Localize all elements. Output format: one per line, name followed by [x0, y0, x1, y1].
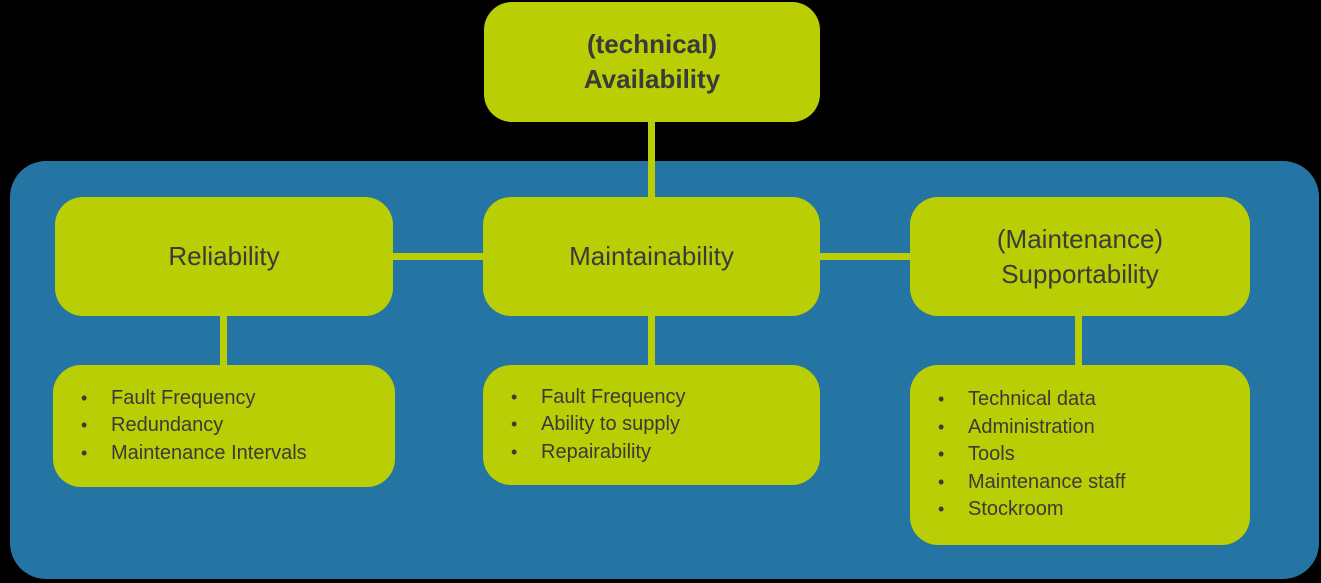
node-maintenance-supportability: (Maintenance) Supportability — [910, 197, 1250, 316]
bullet-icon: • — [938, 499, 945, 520]
node-reliability: Reliability — [55, 197, 393, 316]
bullet-icon: • — [938, 416, 945, 437]
list-item-label: Redundancy — [111, 414, 224, 437]
list-item: • Maintenance Intervals — [77, 440, 377, 468]
connector-reliability-maintainability — [390, 253, 486, 260]
list-item-label: Ability to supply — [541, 413, 680, 436]
list-item: • Fault Frequency — [77, 385, 377, 413]
bullet-list: • Fault Frequency • Redundancy • Mainten… — [77, 385, 377, 468]
bullet-icon: • — [81, 415, 88, 436]
list-item: • Stockroom — [934, 496, 1232, 524]
list-item: • Ability to supply — [507, 411, 802, 439]
bullet-icon: • — [938, 471, 945, 492]
list-item: • Maintenance staff — [934, 469, 1232, 497]
node-title-line: Maintainability — [569, 241, 734, 271]
node-title-line: Supportability — [1001, 258, 1159, 289]
node-title-line: (Maintenance) — [996, 223, 1164, 254]
list-item-label: Administration — [968, 415, 1095, 438]
list-item-label: Maintenance Intervals — [111, 441, 307, 464]
list-item-label: Technical data — [968, 388, 1096, 411]
list-item: • Technical data — [934, 386, 1232, 414]
list-item-label: Stockroom — [968, 498, 1064, 521]
list-item-label: Maintenance staff — [968, 470, 1126, 493]
list-item: • Administration — [934, 414, 1232, 442]
list-item: • Redundancy — [77, 412, 377, 440]
node-title-line: Availability — [583, 64, 721, 94]
list-maintainability-factors: • Fault Frequency • Ability to supply • … — [483, 365, 820, 485]
node-title-line: Reliability — [168, 241, 280, 271]
list-item: • Repairability — [507, 439, 802, 467]
list-item-label: Fault Frequency — [111, 386, 256, 409]
connector-root-to-maintainability — [648, 118, 655, 202]
bullet-icon: • — [511, 386, 518, 407]
list-item-label: Tools — [968, 443, 1015, 466]
list-item: • Tools — [934, 441, 1232, 469]
bullet-icon: • — [81, 442, 88, 463]
list-item-label: Repairability — [541, 440, 652, 463]
list-item-label: Fault Frequency — [541, 385, 686, 408]
bullet-icon: • — [511, 414, 518, 435]
node-title-line: (technical) — [586, 29, 718, 59]
bullet-icon: • — [511, 441, 518, 462]
bullet-icon: • — [938, 389, 945, 410]
bullet-list: • Technical data • Administration • Tool… — [934, 386, 1232, 524]
list-reliability-factors: • Fault Frequency • Redundancy • Mainten… — [53, 365, 395, 487]
bullet-icon: • — [81, 387, 88, 408]
node-maintainability: Maintainability — [483, 197, 820, 316]
node-technical-availability: (technical) Availability — [484, 2, 820, 122]
bullet-list: • Fault Frequency • Ability to supply • … — [507, 384, 802, 467]
connector-maintainability-to-list — [648, 312, 655, 368]
connector-maintainability-supportability — [817, 253, 913, 260]
list-item: • Fault Frequency — [507, 384, 802, 412]
list-supportability-factors: • Technical data • Administration • Tool… — [910, 365, 1250, 545]
connector-supportability-to-list — [1075, 312, 1082, 368]
bullet-icon: • — [938, 444, 945, 465]
connector-reliability-to-list — [220, 312, 227, 368]
